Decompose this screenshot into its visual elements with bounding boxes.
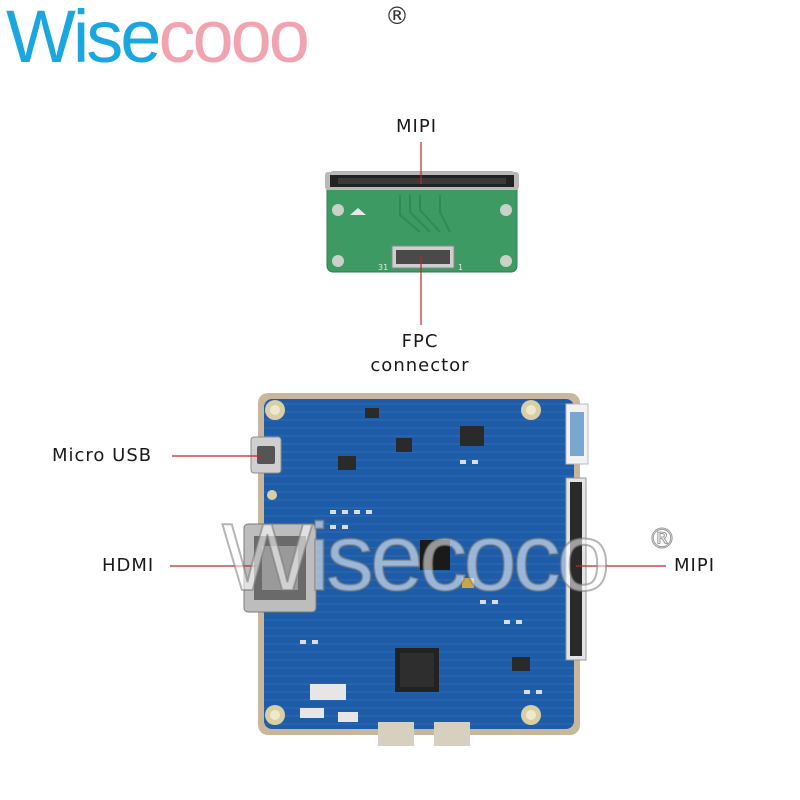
fpc-adapter-board: 31 1 — [325, 171, 519, 273]
leader-lines — [170, 142, 666, 567]
brand-logo-part1: Wise — [6, 0, 161, 78]
watermark-registered-mark: ® — [648, 522, 677, 556]
label-micro-usb: Micro USB — [52, 445, 153, 466]
brand-logo-part2: cooo — [158, 0, 309, 78]
adapter-pin-31: 31 — [378, 263, 388, 272]
driver-board — [243, 393, 589, 746]
label-mipi-top: MIPI — [396, 116, 438, 137]
label-mipi-right: MIPI — [674, 555, 716, 576]
label-hdmi: HDMI — [102, 555, 155, 576]
brand-logo: Wisecooo — [6, 0, 310, 74]
label-fpc-connector: FPC connector — [355, 330, 485, 378]
label-fpc-line1: FPC — [401, 331, 439, 352]
label-fpc-line2: connector — [370, 355, 470, 376]
registered-mark: ® — [385, 2, 409, 30]
adapter-pin-1: 1 — [458, 263, 463, 272]
